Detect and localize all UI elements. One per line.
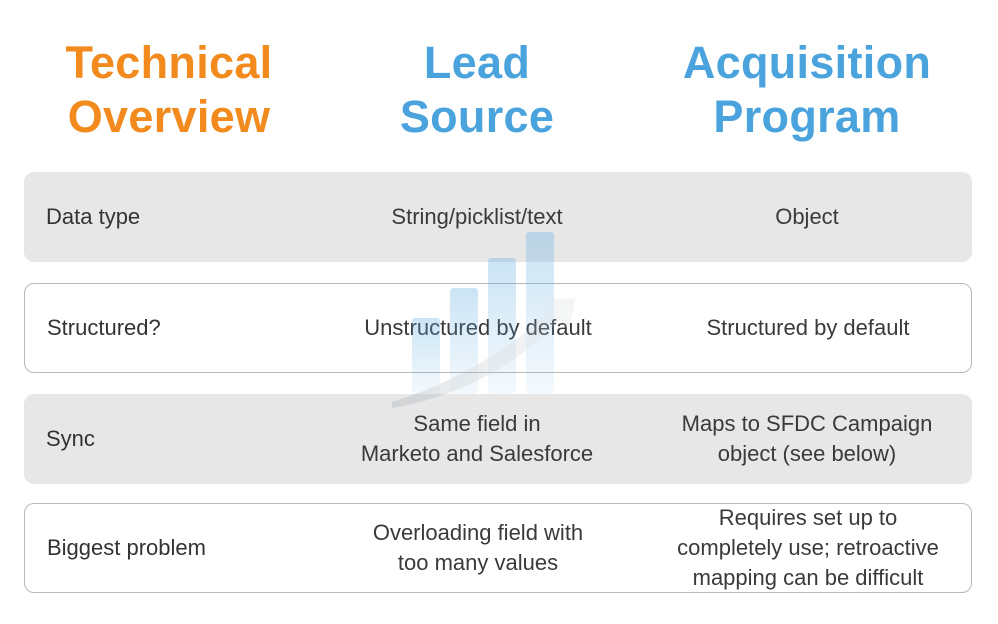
lead-source-value: Same field in Marketo and Salesforce xyxy=(360,411,594,466)
lead-source-value: String/picklist/text xyxy=(391,204,563,229)
row-label: Biggest problem xyxy=(47,535,206,560)
row-structured: Structured? Unstructured by default Stru… xyxy=(24,283,972,373)
acquisition-value: Object xyxy=(775,204,839,229)
row-label: Structured? xyxy=(47,315,161,340)
acquisition-value: Requires set up to completely use; retro… xyxy=(677,505,939,590)
lead-source-value: Overloading field with too many values xyxy=(372,520,584,575)
header-acquisition-program: Acquisition Program xyxy=(682,37,932,142)
acquisition-value: Maps to SFDC Campaign object (see below) xyxy=(681,411,933,466)
header-lead-source: Lead Source xyxy=(399,37,555,142)
header-technical-overview: Technical Overview xyxy=(65,37,273,142)
row-label: Data type xyxy=(46,204,141,229)
row-label: Sync xyxy=(46,426,95,451)
row-sync: Sync Same field in Marketo and Salesforc… xyxy=(24,394,972,484)
row-biggest-problem: Biggest problem Overloading field with t… xyxy=(24,503,972,593)
lead-source-value: Unstructured by default xyxy=(364,315,592,340)
acquisition-value: Structured by default xyxy=(706,315,910,340)
row-data-type: Data type String/picklist/text Object xyxy=(24,172,972,262)
